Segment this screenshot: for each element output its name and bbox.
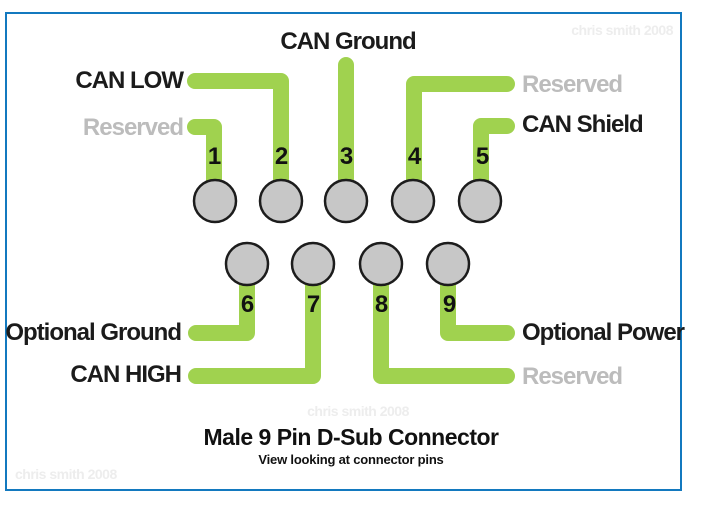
trace-pin-8 — [373, 265, 515, 384]
pin-2-label: CAN LOW — [75, 67, 184, 94]
trace-pin-9 — [440, 265, 515, 341]
trace-pin-4 — [406, 76, 515, 200]
diagram-border — [5, 12, 682, 491]
trace-pin-1 — [187, 119, 222, 200]
pin-2-circle — [258, 178, 304, 224]
trace-pin-2 — [187, 73, 289, 200]
trace-pin-6 — [188, 265, 255, 341]
pin-2-number: 2 — [274, 143, 288, 170]
pin-6-circle — [224, 241, 270, 287]
pin-9-circle — [425, 241, 471, 287]
pin-7-label: CAN HIGH — [70, 361, 182, 388]
pin-8-label: Reserved — [522, 363, 623, 390]
pin-5-label: CAN Shield — [522, 111, 644, 138]
pin-1-circle — [192, 178, 238, 224]
pin-5-number: 5 — [475, 143, 489, 170]
pin-8-circle — [358, 241, 404, 287]
pin-7-circle — [290, 241, 336, 287]
pin-6-number: 6 — [240, 291, 254, 318]
pin-3-circle — [323, 178, 369, 224]
diagram-title: Male 9 Pin D-Sub Connector — [203, 424, 499, 450]
pin-4-circle — [390, 178, 436, 224]
trace-pin-7 — [188, 265, 321, 384]
pin-9-number: 9 — [442, 291, 456, 318]
watermark-bottom-left: chris smith 2008 — [15, 466, 117, 482]
watermark-middle: chris smith 2008 — [307, 403, 409, 419]
pin-8-number: 8 — [374, 291, 388, 318]
pin-3-number: 3 — [339, 143, 353, 170]
pin-5-circle — [457, 178, 503, 224]
diagram-subtitle: View looking at connector pins — [258, 452, 444, 467]
pin-7-number: 7 — [306, 291, 320, 318]
watermark-top-right: chris smith 2008 — [571, 22, 673, 38]
pin-1-number: 1 — [207, 143, 221, 170]
pin-3-label: CAN Ground — [280, 28, 416, 55]
pin-6-label: Optional Ground — [5, 319, 182, 346]
pin-9-label: Optional Power — [522, 319, 685, 346]
pin-4-label: Reserved — [522, 71, 623, 98]
trace-pin-5 — [473, 118, 515, 200]
pin-1-label: Reserved — [82, 114, 184, 141]
pin-4-number: 4 — [407, 143, 421, 170]
